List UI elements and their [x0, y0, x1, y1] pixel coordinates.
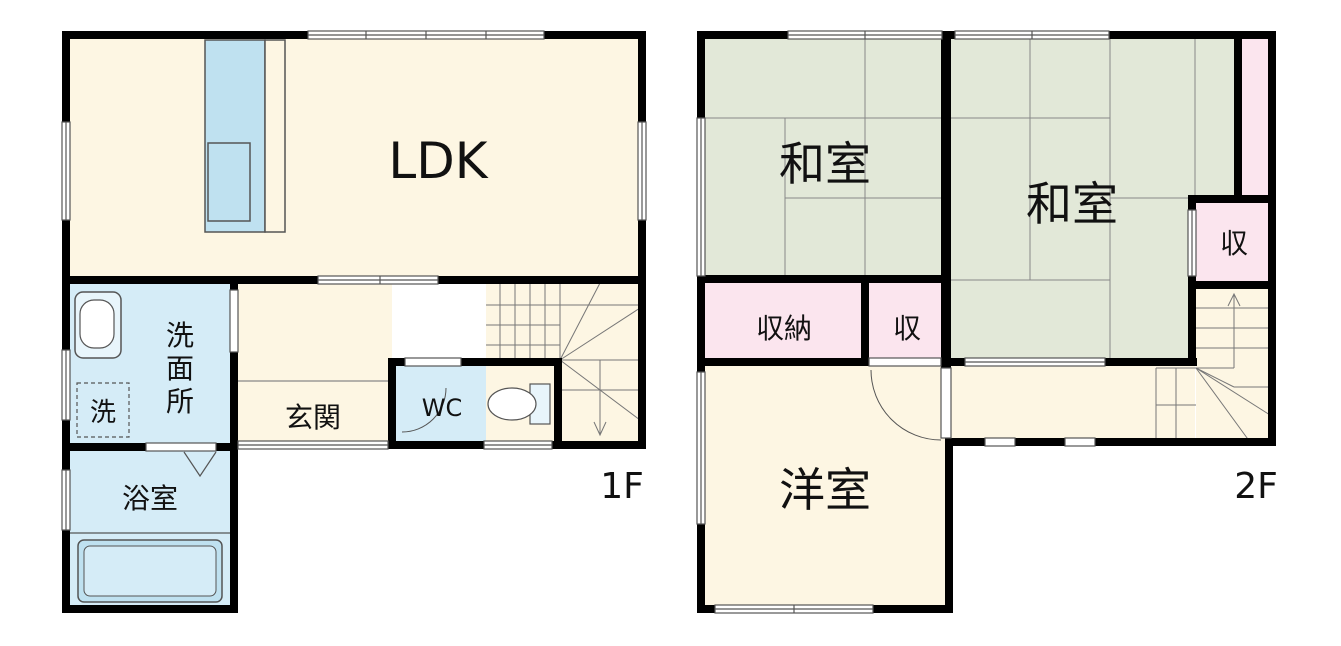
hall-area: [234, 283, 392, 445]
entrance-label: 玄関: [285, 401, 341, 434]
western-door-swing: [870, 369, 942, 441]
toilet-door-swing: [401, 387, 447, 433]
storage-right-label: 収: [1220, 227, 1248, 260]
windows-2f: [696, 30, 1197, 614]
ldk-label: LDK: [388, 132, 488, 190]
toilet-bowl: [487, 387, 537, 421]
kitchen-sink: [207, 142, 251, 222]
kitchen-cabinet: [264, 39, 286, 233]
windows-1f: [61, 30, 647, 531]
western-label: 洋室: [779, 463, 871, 517]
tatami-lines-left: [703, 37, 945, 277]
floor-1-label: 1F: [600, 466, 644, 507]
washitsu-left-room: [703, 37, 945, 277]
bath-door-mark: [183, 451, 217, 478]
toilet-label: WC: [422, 394, 463, 422]
washitsu-left-label: 和室: [779, 137, 871, 191]
floor-1: LDK 洗 面 所 洗 浴室 玄関 WC 1F: [61, 30, 647, 613]
washroom-label-char-1: 洗: [166, 319, 194, 352]
floor-2: 和室 和室 収納 収 収 洋室 2F: [696, 30, 1278, 614]
washitsu-right-label: 和室: [1026, 177, 1118, 231]
washroom-label-char-3: 所: [166, 385, 194, 418]
storage-small-room: [869, 283, 945, 360]
hall-2f: [945, 366, 1195, 442]
storage-right-room: [1196, 203, 1270, 281]
storage-large-label: 収納: [756, 312, 812, 345]
storage-small-label: 収: [893, 312, 921, 345]
stair-area-2f: [1196, 287, 1270, 442]
bathtub-inner: [83, 545, 217, 597]
ldk-room: [68, 37, 640, 277]
western-room: [703, 366, 945, 611]
washbasin-bowl: [79, 299, 115, 349]
bath-label: 浴室: [122, 482, 178, 515]
floor-2-label: 2F: [1234, 466, 1278, 507]
washer-space: [76, 382, 130, 438]
washer-label: 洗: [90, 398, 116, 428]
storage-large-room: [703, 283, 863, 360]
stairs-2f: [1155, 292, 1271, 443]
closet-strip-right: [1240, 37, 1270, 195]
washroom-label-char-2: 面: [166, 352, 194, 385]
tatami-lines-right: [950, 37, 1196, 359]
